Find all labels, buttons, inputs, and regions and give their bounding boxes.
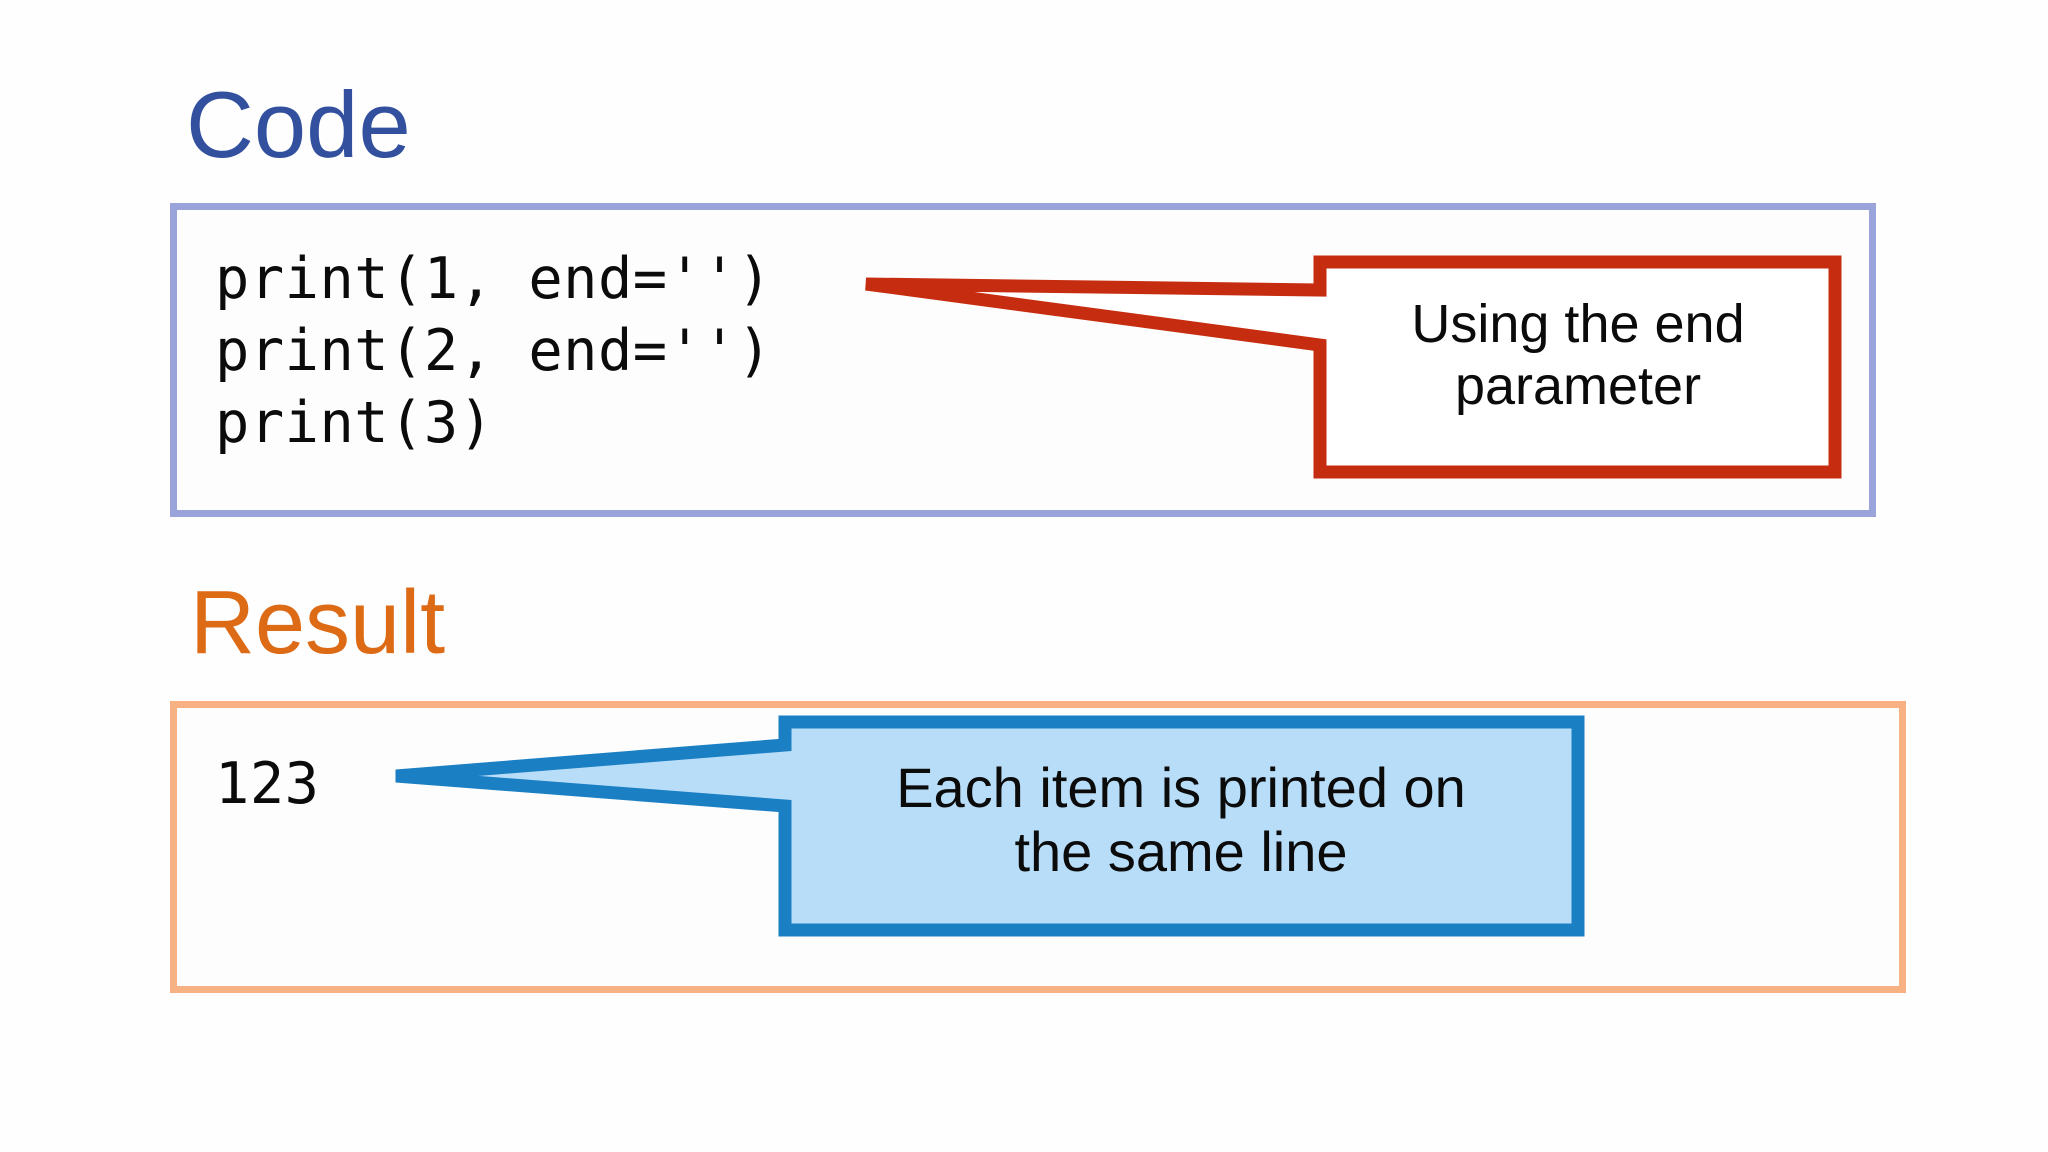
red-callout-line-1: Using the end <box>1411 294 1745 354</box>
code-section-heading: Code <box>186 72 411 177</box>
blue-callout-label: Each item is printed on the same line <box>800 756 1562 884</box>
red-callout-shape <box>865 255 1842 479</box>
blue-callout-shape <box>395 715 1585 937</box>
result-section-heading: Result <box>190 573 446 673</box>
code-snippet-text: print(1, end='') print(2, end='') print(… <box>215 246 773 456</box>
red-callout-label: Using the end parameter <box>1332 294 1824 417</box>
blue-callout-line-1: Each item is printed on <box>896 756 1466 819</box>
red-callout-line-2: parameter <box>1454 355 1702 416</box>
result-output-text: 123 <box>215 751 320 817</box>
blue-callout-line-2: the same line <box>1014 819 1348 883</box>
